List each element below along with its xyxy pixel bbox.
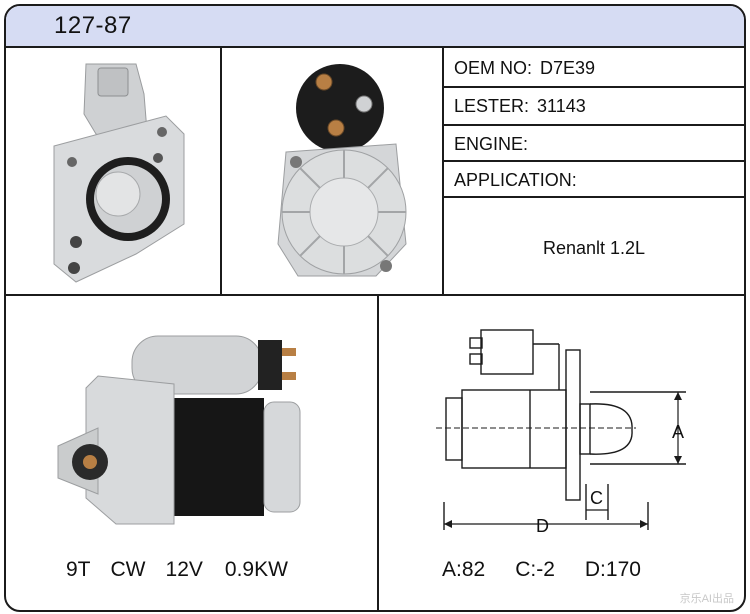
divider-spec-3 bbox=[444, 160, 744, 162]
spec-label: LESTER: bbox=[454, 96, 530, 116]
divider-vertical-1 bbox=[220, 46, 222, 296]
drawing-label-c: C bbox=[590, 488, 603, 508]
spec-lester: LESTER: 31143 bbox=[454, 96, 586, 117]
spec-application: APPLICATION: bbox=[454, 170, 585, 191]
caption-voltage: 12V bbox=[165, 558, 203, 581]
specs-caption: 9T CW 12V 0.9KW bbox=[66, 558, 288, 582]
caption-rotation: CW bbox=[110, 558, 146, 581]
application-value: Renanlt 1.2L bbox=[542, 238, 646, 258]
spec-oem-no: OEM NO: D7E39 bbox=[454, 58, 595, 79]
starter-rear-photo bbox=[277, 64, 407, 277]
watermark: 京乐AI出品 bbox=[679, 593, 734, 605]
divider-spec-2 bbox=[444, 124, 744, 126]
spec-label: APPLICATION: bbox=[454, 170, 577, 190]
divider-spec-1 bbox=[444, 86, 744, 88]
drawing-label-d: D bbox=[536, 516, 549, 536]
spec-label: ENGINE: bbox=[454, 134, 529, 154]
spec-value: D7E39 bbox=[540, 58, 596, 78]
caption-teeth: 9T bbox=[66, 558, 91, 581]
starter-front-photo bbox=[53, 63, 185, 283]
divider-vertical-2 bbox=[442, 46, 444, 296]
divider-top-middle bbox=[6, 294, 744, 296]
starter-side-photo bbox=[57, 335, 301, 525]
part-number-title: 127-87 bbox=[54, 12, 132, 39]
caption-dim-a: A:82 bbox=[442, 558, 486, 581]
spec-engine: ENGINE: bbox=[454, 134, 536, 155]
divider-vertical-bottom bbox=[377, 296, 379, 610]
product-card: 127-87 OEM NO: D7E39 LESTER: 31143 ENGINE:… bbox=[4, 4, 746, 612]
caption-dim-d: D:170 bbox=[584, 558, 641, 581]
dimension-drawing: A C D bbox=[436, 329, 686, 536]
drawing-label-a: A bbox=[672, 422, 684, 442]
caption-dim-c: C:-2 bbox=[515, 558, 555, 581]
divider-spec-4 bbox=[444, 196, 744, 198]
dimensions-caption: A:82 C:-2 D:170 bbox=[442, 558, 641, 582]
spec-label: OEM NO: bbox=[454, 58, 533, 78]
caption-power: 0.9KW bbox=[224, 558, 288, 581]
spec-value: 31143 bbox=[537, 96, 586, 116]
header-bar: 127-87 bbox=[6, 6, 744, 48]
